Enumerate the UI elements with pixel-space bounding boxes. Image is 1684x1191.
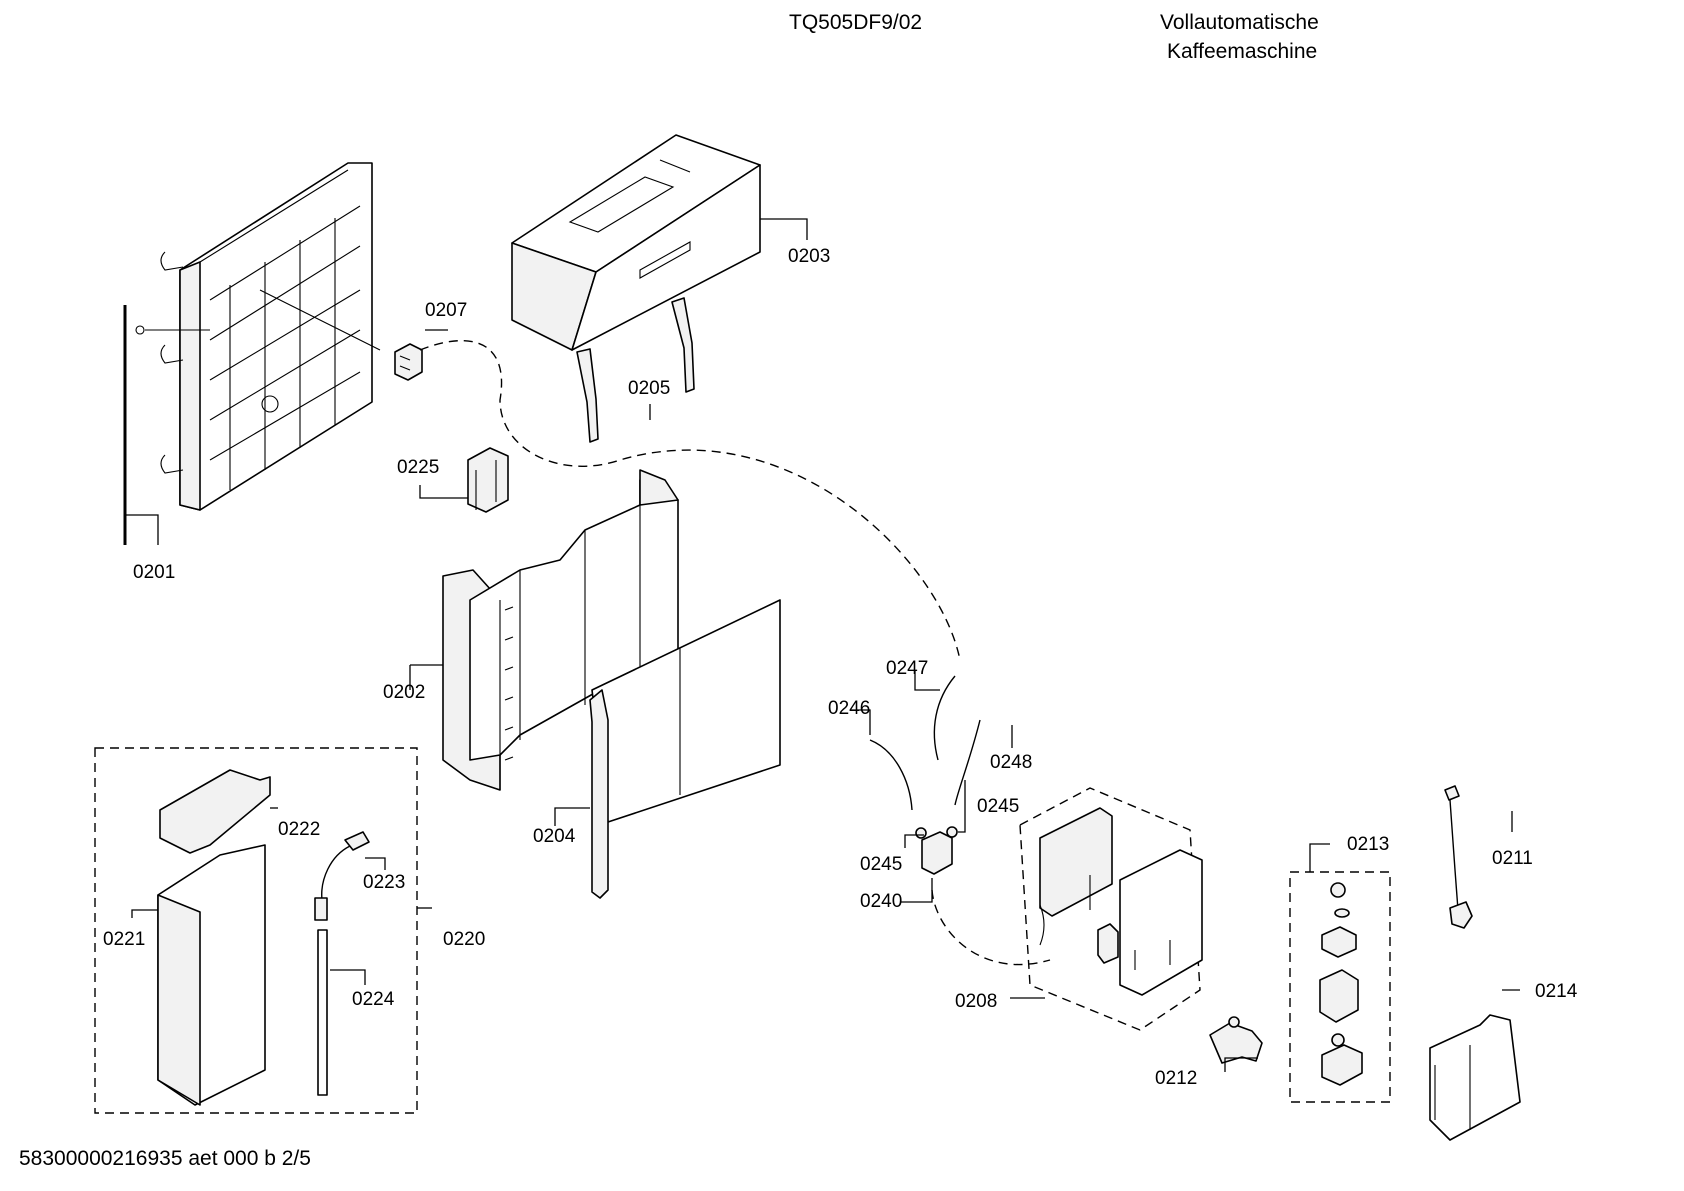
product-description-line1: Vollautomatische (1160, 11, 1319, 34)
label-0203: 0203 (788, 246, 830, 267)
group-0220-boundary (94, 747, 418, 1114)
label-0214: 0214 (1535, 981, 1578, 1002)
label-0248: 0248 (990, 752, 1032, 773)
group-0208-boundary (1019, 787, 1201, 1031)
label-0202: 0202 (383, 682, 425, 703)
label-0205: 0205 (628, 378, 670, 399)
part-0247-hose (933, 675, 956, 761)
label-0220: 0220 (443, 929, 485, 950)
part-0204-side-cover (589, 599, 781, 899)
part-0222-lid (159, 769, 271, 854)
part-0223-suction-pipe (314, 831, 370, 921)
label-0245-right: 0245 (977, 796, 1019, 817)
part-0202-housing (442, 469, 679, 791)
label-0222: 0222 (278, 819, 320, 840)
part-0240-valve (915, 826, 958, 875)
label-0212: 0212 (1155, 1068, 1197, 1089)
part-0203-water-tank (511, 134, 761, 351)
hose-route-lower (931, 889, 1051, 966)
hose-route-upper (419, 339, 961, 661)
part-0208-brewing-unit (1039, 807, 1203, 996)
label-0204: 0204 (533, 826, 576, 847)
label-0211: 0211 (1492, 848, 1533, 869)
label-0201: 0201 (133, 562, 175, 583)
label-0221: 0221 (103, 929, 145, 950)
label-0208: 0208 (955, 991, 997, 1012)
part-0213-valve-assembly (1319, 882, 1363, 1086)
part-0224-tube (317, 929, 328, 1096)
label-0225: 0225 (397, 457, 439, 478)
product-description-line2: Kaffeemaschine (1167, 40, 1318, 63)
label-0213: 0213 (1347, 834, 1389, 855)
leader-lines (125, 218, 1520, 1072)
part-0211-cable (1444, 785, 1473, 929)
document-code: 58300000216935 aet 000 b 2/5 (19, 1147, 311, 1170)
label-0207: 0207 (425, 300, 467, 321)
label-0224: 0224 (352, 989, 395, 1010)
part-0225-clip (467, 447, 509, 513)
model-number: TQ505DF9/02 (789, 11, 923, 34)
part-0214-cover (1429, 1014, 1521, 1141)
part-0207-connector (394, 343, 423, 381)
label-0247: 0247 (886, 658, 928, 679)
part-0248-hose (954, 719, 981, 806)
group-0213-boundary (1289, 871, 1391, 1103)
part-0205-tank-brackets (576, 297, 695, 443)
part-0212-bracket (1209, 1016, 1263, 1064)
label-0240: 0240 (860, 891, 902, 912)
part-0246-hose (869, 739, 913, 811)
label-0246: 0246 (828, 698, 870, 719)
label-0223: 0223 (363, 872, 405, 893)
part-0201-back-panel (123, 162, 381, 545)
label-0245-left: 0245 (860, 854, 902, 875)
part-0221-container (157, 844, 266, 1106)
